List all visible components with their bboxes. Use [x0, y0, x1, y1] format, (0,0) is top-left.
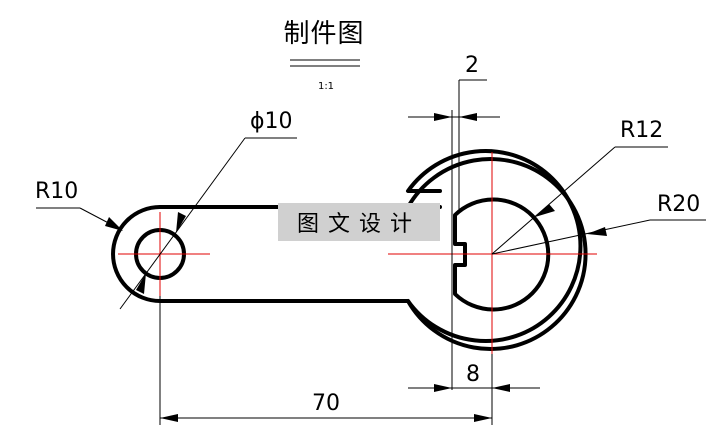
phi10-arrow-1: [176, 212, 186, 233]
dim-slot: 8: [466, 362, 480, 387]
watermark-label: 图文设计: [278, 203, 440, 241]
phi10-leader: [119, 137, 246, 310]
inner-slot-profile: [453, 197, 551, 312]
phi10-arrow-2: [136, 273, 146, 294]
r20-arrow: [587, 227, 607, 236]
slot-arrow-right: [492, 384, 510, 392]
gap-arrow-right: [459, 113, 477, 121]
dim-r20: R20: [657, 192, 700, 217]
dim-distance: 70: [312, 391, 340, 416]
gap-arrow-left: [434, 113, 452, 121]
dim-r12: R12: [620, 118, 663, 143]
dim-gap: 2: [465, 53, 479, 78]
r20-leader: [491, 219, 651, 255]
r10-arrow: [105, 217, 123, 231]
dist-arrow-right: [474, 414, 492, 422]
r12-arrow: [535, 204, 555, 217]
drawing-title: 制件图: [283, 19, 364, 49]
r12-leader: [491, 146, 616, 255]
dist-arrow-left: [160, 414, 178, 422]
dim-r10: R10: [35, 179, 78, 204]
drawing-scale: 1:1: [318, 81, 334, 92]
slot-arrow-left: [434, 384, 452, 392]
dim-phi10: ϕ10: [250, 109, 293, 134]
